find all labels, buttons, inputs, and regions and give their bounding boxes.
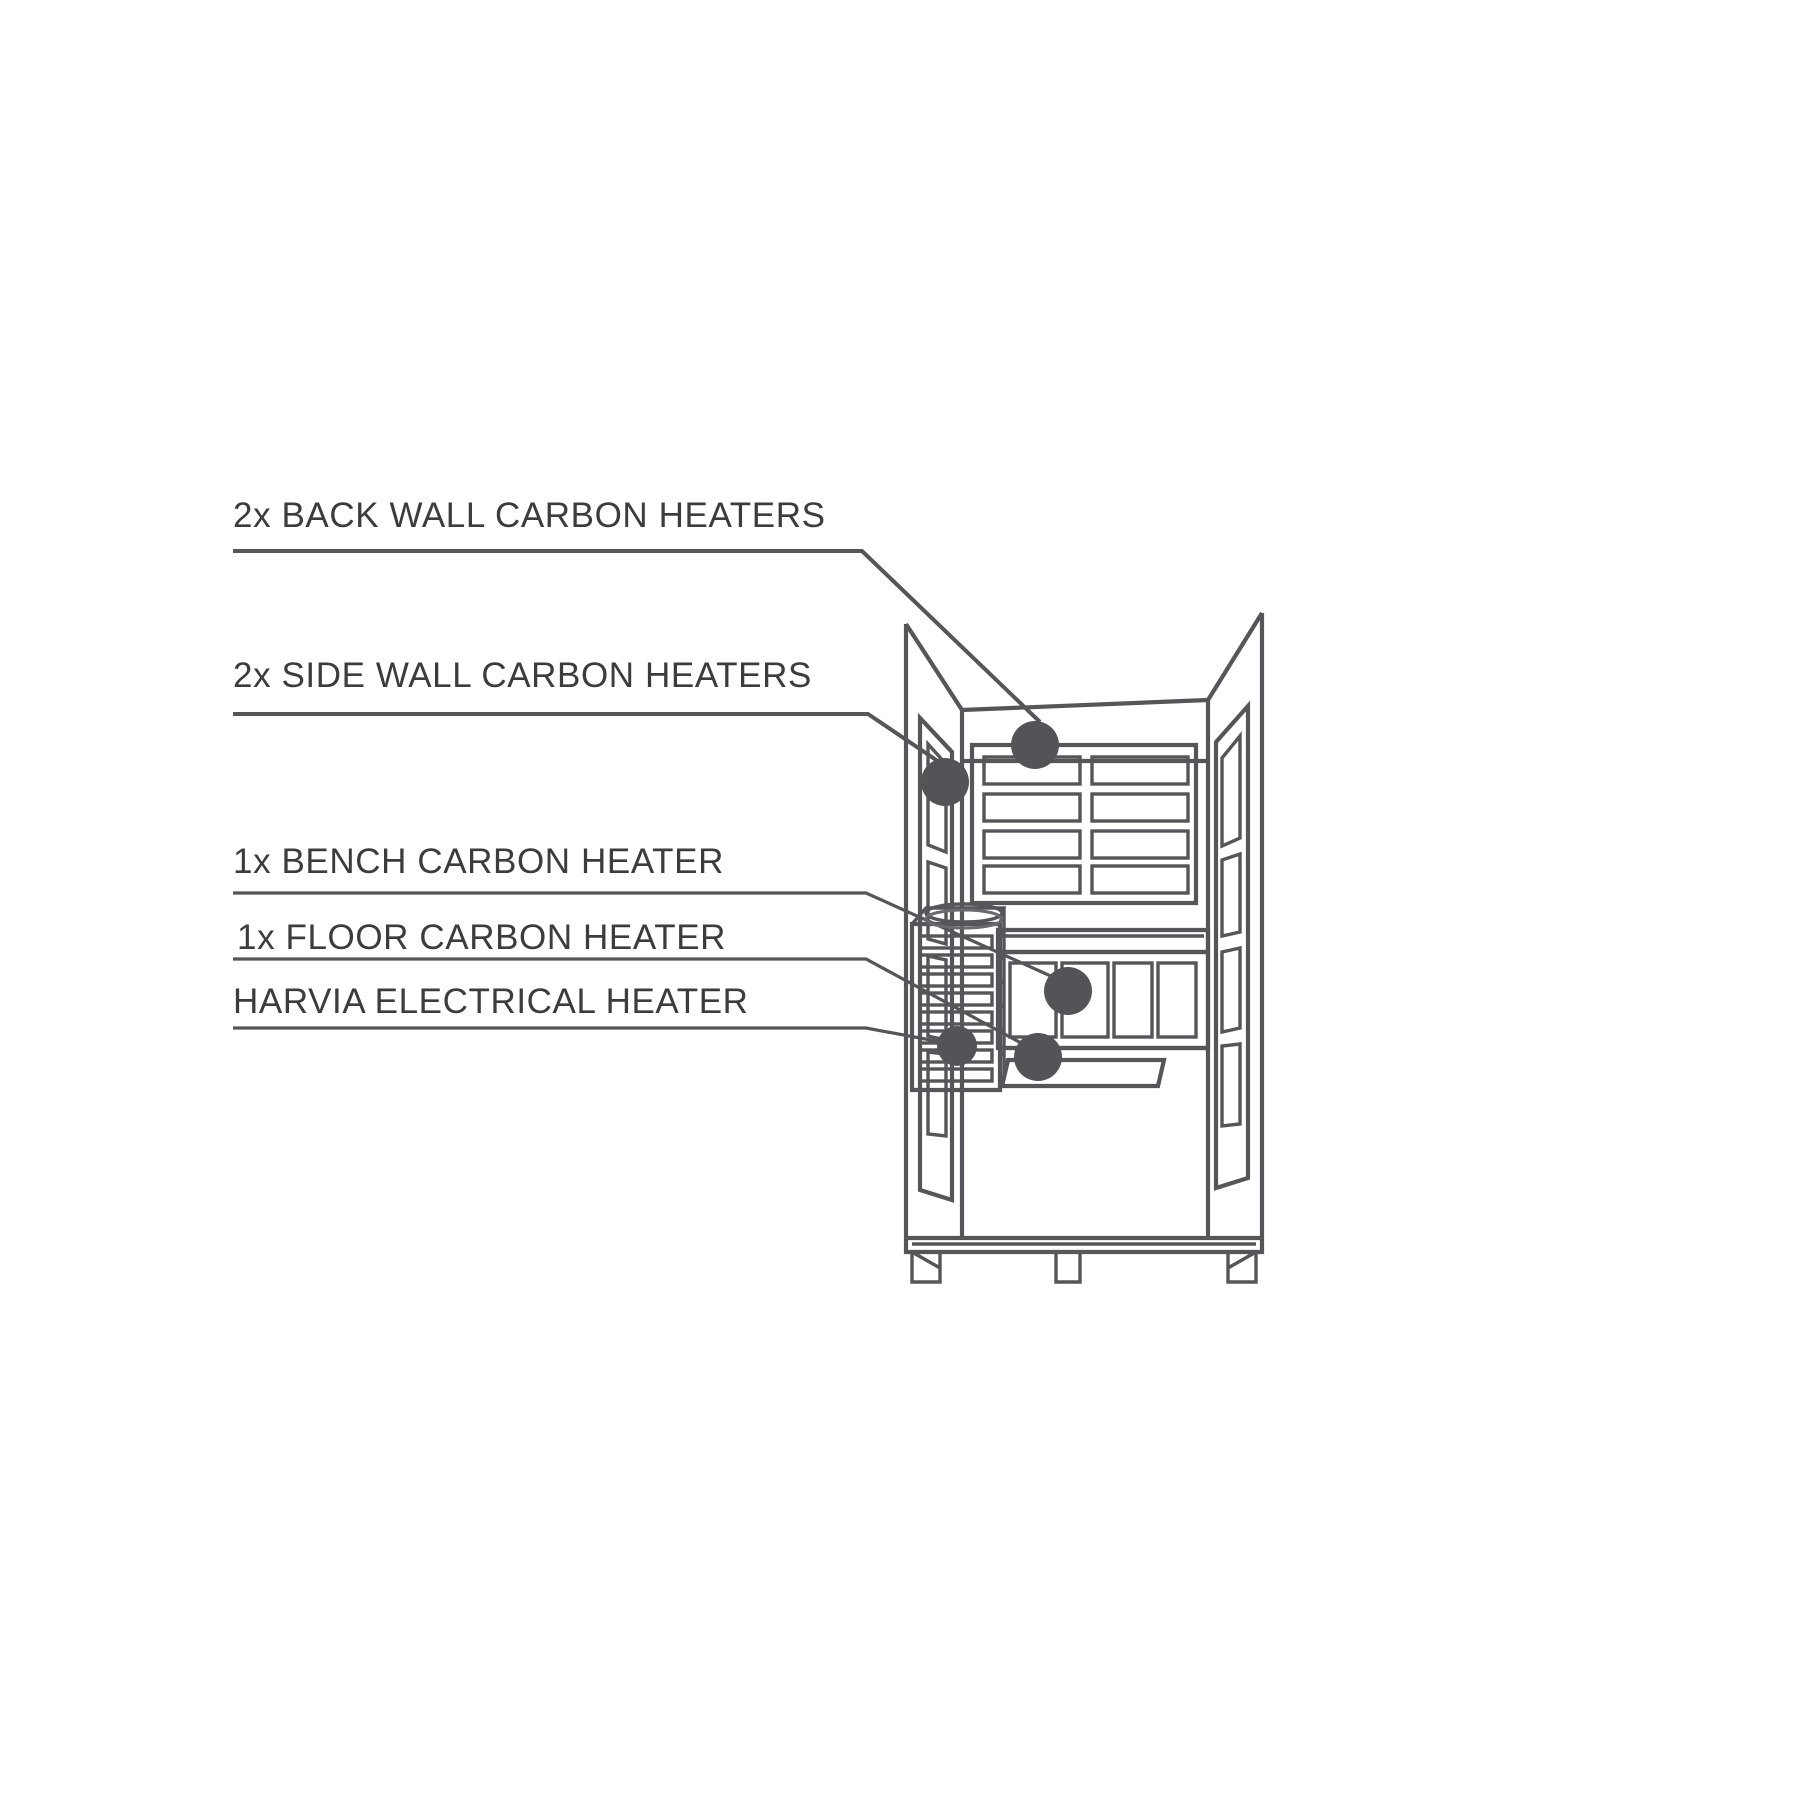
cabin-legs <box>910 1250 1258 1284</box>
callout-label-floor-carbon-heater: 1x FLOOR CARBON HEATER <box>237 918 727 957</box>
back-wall-carbon-heater-grid <box>969 742 1199 906</box>
right-side-wall-slats <box>1220 731 1242 1128</box>
leader-line-harvia <box>233 1026 953 1046</box>
leader-line-back-wall <box>233 549 1042 724</box>
harvia-electrical-heater-unit <box>909 902 1007 1093</box>
bench <box>995 927 1211 1051</box>
callout-marker-side-wall[interactable] <box>921 758 969 806</box>
base-frame <box>903 1235 1265 1255</box>
callout-label-bench-carbon-heater: 1x BENCH CARBON HEATER <box>233 842 724 881</box>
leader-line-floor <box>233 957 1035 1052</box>
callout-marker-back-wall[interactable] <box>1011 721 1059 769</box>
callout-label-harvia-electrical-heater: HARVIA ELECTRICAL HEATER <box>233 982 749 1021</box>
right-side-wall-panel <box>1213 700 1251 1191</box>
callout-marker-floor[interactable] <box>1014 1033 1062 1081</box>
callout-marker-bench[interactable] <box>1044 967 1092 1015</box>
leader-line-side-wall <box>233 712 950 770</box>
callout-label-side-wall-carbon-heaters: 2x SIDE WALL CARBON HEATERS <box>233 656 812 695</box>
harvia-vent-slats <box>918 934 994 1083</box>
bench-carbon-heater-panels <box>1008 961 1198 1039</box>
callout-label-back-wall-carbon-heaters: 2x BACK WALL CARBON HEATERS <box>233 496 826 535</box>
callout-marker-harvia[interactable] <box>937 1026 977 1066</box>
